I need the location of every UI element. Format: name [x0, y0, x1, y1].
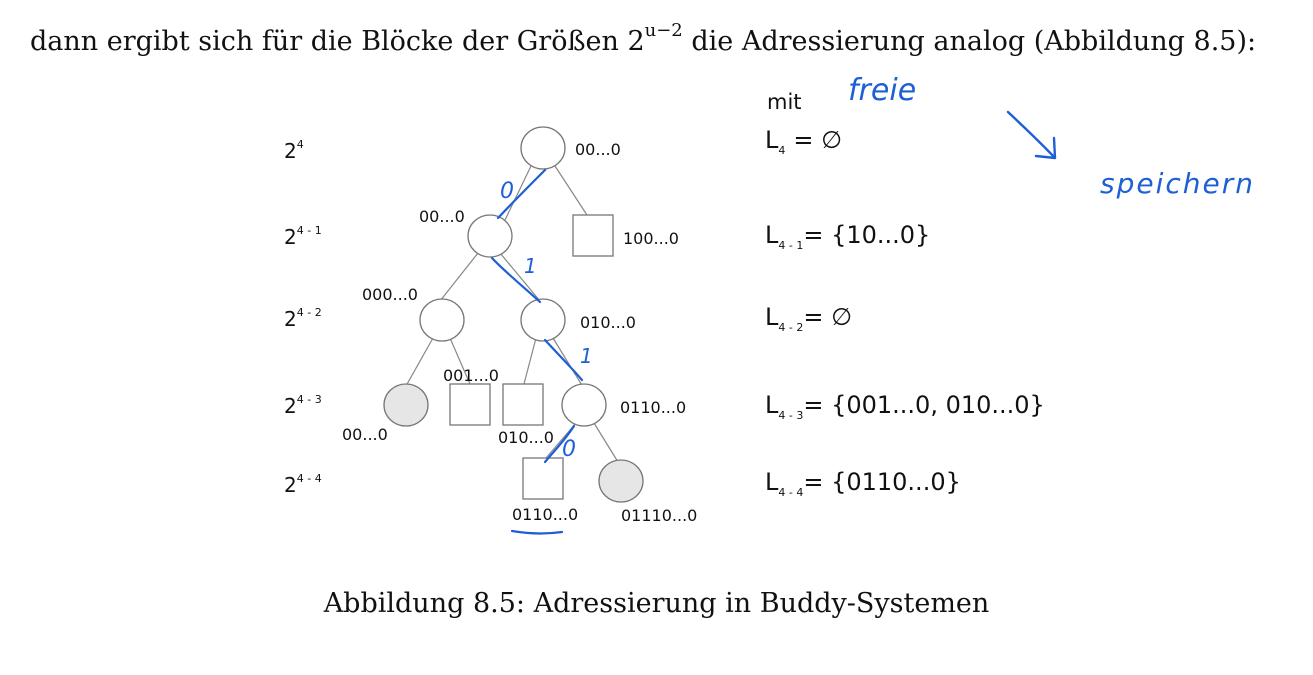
level-label-2: 24 - 2 — [284, 306, 322, 331]
node-root — [520, 126, 566, 170]
edge-000-left — [405, 337, 434, 387]
node-010-level2 — [520, 298, 566, 342]
block-001-free — [449, 383, 491, 426]
intro-exponent: u−2 — [644, 20, 683, 41]
ink-path-2 — [543, 338, 584, 382]
ink-path-0 — [496, 168, 547, 220]
node-0110-level3 — [561, 383, 607, 427]
free-list-4: L4 - 4= {0110...0} — [765, 468, 961, 499]
edge-root-left — [504, 165, 532, 221]
block-0110-free — [522, 457, 564, 500]
edge-0110-right — [593, 422, 619, 463]
edge-010-left — [523, 337, 537, 385]
edge-010-right — [552, 337, 584, 388]
ink-bit-0: 0 — [500, 179, 514, 204]
mit-label: mit — [767, 90, 802, 114]
free-list-1: L4 - 1= {10...0} — [765, 221, 930, 252]
ink-underline — [510, 529, 564, 535]
ink-path-1 — [490, 256, 542, 304]
node-00-level1 — [467, 214, 513, 258]
figure-caption: Abbildung 8.5: Adressierung in Buddy-Sys… — [323, 588, 990, 619]
level-label-3: 24 - 3 — [284, 393, 322, 418]
edge-000-right — [449, 337, 471, 385]
node-000-level2 — [419, 298, 465, 342]
block-010-free — [502, 383, 544, 426]
label-0110-node: 0110...0 — [620, 398, 686, 417]
free-list-0: L4= ∅ — [765, 126, 842, 157]
label-010-node: 010...0 — [580, 313, 636, 332]
free-list-2: L4 - 2= ∅ — [765, 303, 852, 334]
label-00-level1: 00...0 — [419, 207, 465, 226]
ink-bit-1: 1 — [524, 254, 537, 278]
free-list-3: L4 - 3= {001...0, 010...0} — [765, 391, 1045, 422]
tree-edges — [405, 165, 619, 463]
label-root: 00...0 — [575, 140, 621, 159]
ink-freie: freie — [848, 73, 916, 108]
level-labels: 24 24 - 1 24 - 2 24 - 3 24 - 4 — [284, 138, 322, 497]
handwritten-annotations: 0 1 1 0 freie speichern — [490, 73, 1255, 535]
intro-sentence: dann ergibt sich für die Blöcke der Größ… — [30, 20, 1256, 57]
ink-path-3 — [543, 424, 576, 464]
label-0110-block: 0110...0 — [512, 505, 578, 524]
ink-speichern: speichern — [1100, 167, 1255, 200]
level-label-1: 24 - 1 — [284, 224, 322, 249]
label-01110: 01110...0 — [621, 506, 697, 525]
label-010-block: 010...0 — [498, 428, 554, 447]
ink-bit-3: 0 — [562, 437, 576, 462]
free-lists: mit L4= ∅ L4 - 1= {10...0} L4 - 2= ∅ L4 … — [765, 90, 1045, 499]
block-100-free — [572, 214, 614, 257]
intro-text-after: die Adressierung analog (Abbildung 8.5): — [682, 26, 1257, 57]
tree-nodes — [383, 126, 644, 503]
node-labels: 00...0 00...0 100...0 000...0 010...0 00… — [342, 140, 697, 525]
node-00-allocated — [383, 383, 429, 427]
intro-text-before: dann ergibt sich für die Blöcke der Größ… — [30, 26, 645, 57]
label-001: 001...0 — [443, 366, 499, 385]
node-01110-allocated — [598, 459, 644, 503]
edge-l1-right — [499, 252, 541, 302]
label-000: 000...0 — [362, 285, 418, 304]
label-00-bottom: 00...0 — [342, 425, 388, 444]
ink-bit-2: 1 — [580, 344, 593, 368]
arrow-icon — [1006, 110, 1057, 160]
label-100: 100...0 — [623, 229, 679, 248]
edge-l1-left — [439, 252, 479, 302]
level-label-4: 24 - 4 — [284, 472, 322, 497]
level-label-0: 24 — [284, 138, 304, 163]
edge-root-right — [554, 165, 588, 216]
